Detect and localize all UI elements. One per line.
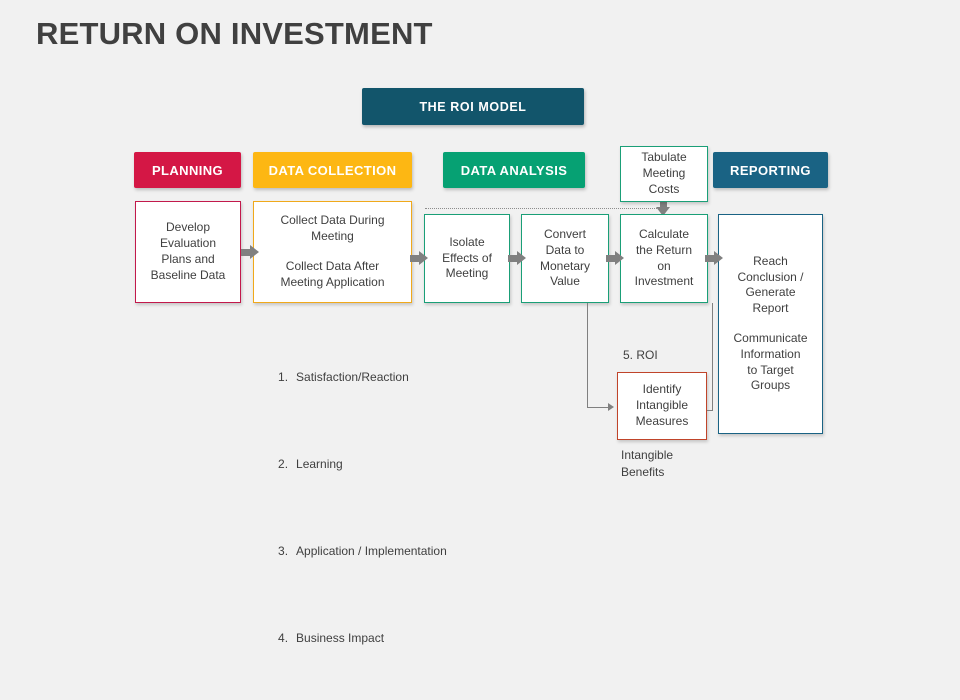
- box-calculate-return-on-investment[interactable]: Calculate the Return on Investment: [620, 214, 708, 303]
- arrow-head: [615, 251, 624, 265]
- box-text-line2: Collect Data After Meeting Application: [280, 259, 385, 289]
- evaluation-levels-list: 1. Satisfaction/Reaction 2. Learning 3. App…: [258, 317, 447, 700]
- connector-convert-to-identify: [587, 407, 609, 408]
- box-text-line1: Collect Data During Meeting: [280, 213, 385, 244]
- list-item: 4. Business Impact: [258, 613, 447, 665]
- phase-chip-data-collection[interactable]: DATA COLLECTION: [253, 152, 412, 188]
- list-item-label: Application / Implementation: [296, 544, 447, 559]
- box-text: Identify Intangible Measures: [635, 382, 689, 428]
- label-roi: 5. ROI: [623, 348, 658, 362]
- list-item: 1. Satisfaction/Reaction: [258, 352, 447, 404]
- list-item: 2. Learning: [258, 439, 447, 491]
- box-isolate-effects-of-meeting[interactable]: Isolate Effects of Meeting: [424, 214, 510, 303]
- list-item-label: Business Impact: [296, 631, 385, 646]
- box-text-line2: Communicate Information to Target Groups: [733, 331, 808, 393]
- box-identify-intangible-measures[interactable]: Identify Intangible Measures: [617, 372, 707, 440]
- label-intangible-benefits: Intangible Benefits: [621, 448, 674, 480]
- box-convert-data-to-monetary-value[interactable]: Convert Data to Monetary Value: [521, 214, 609, 303]
- box-text: Isolate Effects of Meeting: [442, 234, 492, 281]
- list-item-number: 3.: [278, 544, 289, 559]
- box-tabulate-meeting-costs[interactable]: Tabulate Meeting Costs: [620, 146, 708, 202]
- list-item-number: 2.: [278, 457, 289, 472]
- slide-canvas: RETURN ON INVESTMENT THE ROI MODEL PLANN…: [36, 16, 828, 645]
- connector-arrow-head-identify: [608, 403, 614, 411]
- arrow-isolate-to-convert: [508, 251, 526, 266]
- page-title: RETURN ON INVESTMENT: [36, 16, 433, 51]
- box-collect-data[interactable]: Collect Data During Meeting Collect Data…: [253, 201, 412, 303]
- arrow-shaft: [410, 255, 420, 262]
- list-item-number: 1.: [278, 370, 289, 385]
- arrow-convert-to-calculate: [606, 251, 624, 266]
- arrow-shaft: [241, 249, 251, 256]
- dotted-connector-line: [425, 208, 663, 209]
- box-text: Tabulate Meeting Costs: [641, 150, 687, 196]
- arrow-head: [419, 251, 428, 265]
- list-item-label: Satisfaction/Reaction: [296, 370, 409, 385]
- phase-chip-data-analysis[interactable]: DATA ANALYSIS: [443, 152, 585, 188]
- arrow-calculate-to-report: [705, 251, 723, 266]
- box-reach-conclusion-generate-report[interactable]: Reach Conclusion / Generate Report Commu…: [718, 214, 823, 434]
- roi-model-banner: THE ROI MODEL: [362, 88, 584, 125]
- arrow-shaft: [660, 198, 667, 208]
- arrow-shaft: [705, 255, 715, 262]
- box-text: Calculate the Return on Investment: [634, 226, 694, 289]
- list-item-label: Learning: [296, 457, 343, 472]
- connector-calculate-down: [712, 303, 713, 410]
- arrow-head: [517, 251, 526, 265]
- list-item-number: 4.: [278, 631, 289, 646]
- connector-identify-to-report: [707, 410, 713, 411]
- arrow-head: [250, 245, 259, 259]
- box-develop-evaluation-plans[interactable]: Develop Evaluation Plans and Baseline Da…: [135, 201, 241, 303]
- box-text: Convert Data to Monetary Value: [539, 226, 591, 289]
- box-text: Develop Evaluation Plans and Baseline Da…: [150, 220, 226, 282]
- arrow-head: [656, 207, 670, 216]
- arrow-develop-to-collect: [241, 245, 259, 260]
- connector-convert-down: [587, 303, 588, 407]
- phase-chip-planning[interactable]: PLANNING: [134, 152, 241, 188]
- arrow-head: [714, 251, 723, 265]
- box-text-line1: Reach Conclusion / Generate Report: [737, 253, 804, 316]
- list-item: 3. Application / Implementation: [258, 526, 447, 578]
- arrow-tabulate-to-calculate: [656, 198, 671, 216]
- arrow-shaft: [606, 255, 616, 262]
- phase-chip-reporting[interactable]: REPORTING: [713, 152, 828, 188]
- arrow-collect-to-isolate: [410, 251, 428, 266]
- arrow-shaft: [508, 255, 518, 262]
